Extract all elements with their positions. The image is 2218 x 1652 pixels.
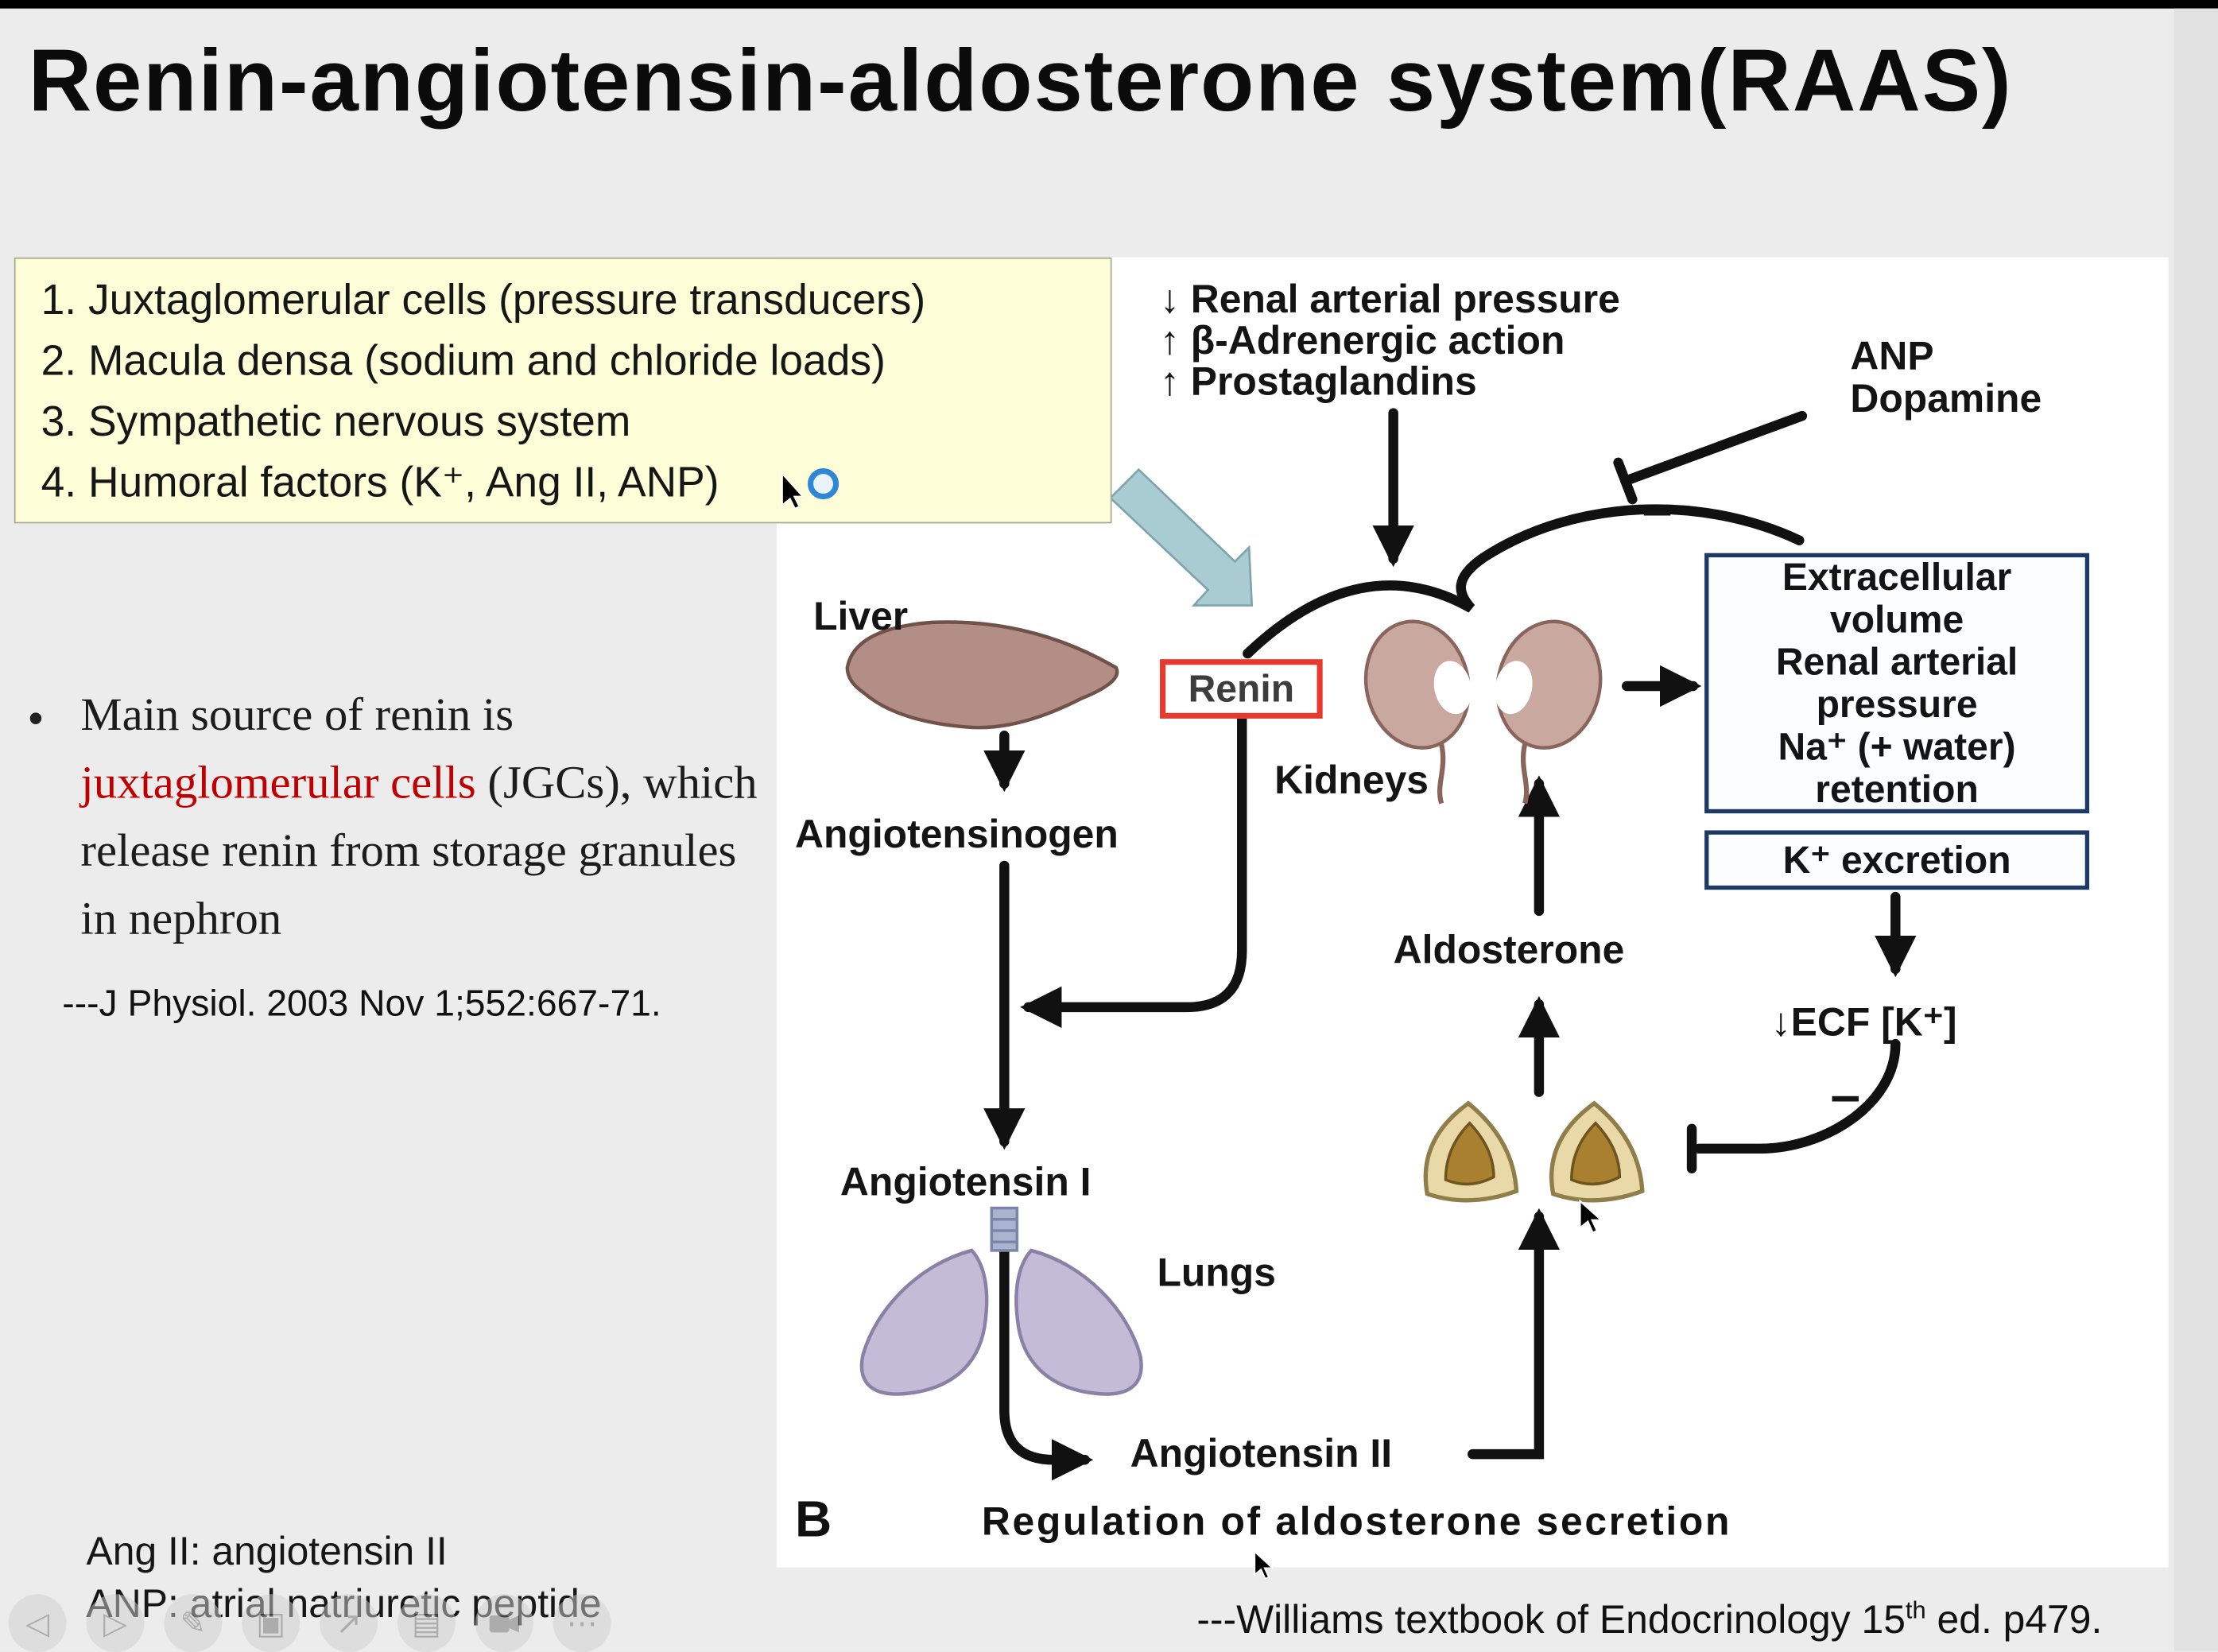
- inhibitor-anp-label: ANP: [1850, 333, 1934, 378]
- citation-post: ed. p479.: [1925, 1597, 2103, 1642]
- citation-sup: th: [1905, 1596, 1926, 1624]
- pen-tool-button[interactable]: ✎: [164, 1594, 223, 1652]
- note-highlight: juxtaglomerular cells: [80, 758, 476, 809]
- right-edge-strip: [2173, 8, 2218, 1651]
- mouse-cursor-secondary: [1254, 1550, 1274, 1580]
- highlight-block-arrow: [1108, 467, 1254, 607]
- camera-button[interactable]: [475, 1594, 533, 1652]
- ecf-feedback-curve: [1693, 1038, 1901, 1154]
- angiotensin1-label: Angiotensin I: [840, 1160, 1092, 1204]
- angiotensin1-to-angiotensin2-arrow: [999, 1208, 1094, 1481]
- textbook-citation: ---Williams textbook of Endocrinology 15…: [1196, 1596, 2102, 1642]
- excretion-box: K⁺ excretion: [1704, 830, 2090, 890]
- busy-cursor: [781, 467, 840, 510]
- adrenal-glands-illustration: [1423, 1100, 1645, 1203]
- notes-button[interactable]: ▤: [397, 1594, 456, 1652]
- abbr-ang2: Ang II: angiotensin II: [86, 1529, 448, 1573]
- anp-inhibit-tbar: [1613, 457, 1638, 505]
- kidneys-illustration: [1363, 619, 1603, 805]
- renin-label: Renin: [1188, 666, 1295, 710]
- feedback-hook-curve: [1243, 504, 1805, 659]
- lungs-label: Lungs: [1157, 1250, 1276, 1295]
- lungs-illustration: [859, 1206, 1143, 1396]
- note-part1: Main source of renin is: [80, 690, 514, 742]
- note-part2: (JGCs), which release renin from storage…: [80, 758, 758, 945]
- viewer-toolbar: ◁ ▷ ✎ ▣ ↗ ▤ ⋯: [8, 1594, 611, 1652]
- renin-box: Renin: [1160, 659, 1323, 719]
- liver-label: Liver: [813, 594, 909, 638]
- mouse-cursor: [1579, 1199, 1603, 1235]
- journal-citation: ---J Physiol. 2003 Nov 1;552:667-71.: [62, 981, 661, 1025]
- copy-button[interactable]: ▣: [242, 1594, 301, 1652]
- renin-action-arrow: [1020, 713, 1247, 1029]
- stimulator-prostaglandins: ↑ Prostaglandins: [1160, 359, 1477, 404]
- panel-letter: B: [794, 1489, 832, 1548]
- share-button[interactable]: ↗: [320, 1594, 378, 1652]
- anp-inhibit-line: [1620, 410, 1808, 487]
- list-item: 3. Sympathetic nervous system: [41, 398, 631, 446]
- angiotensinogen-label: Angiotensinogen: [794, 812, 1119, 856]
- top-edge-bar: [0, 0, 2218, 9]
- minus-sign-ecf: –: [1830, 1066, 1861, 1127]
- stimulator-renal-pressure: ↓ Renal arterial pressure: [1160, 277, 1620, 321]
- previous-slide-button[interactable]: ◁: [8, 1594, 67, 1652]
- list-item: 2. Macula densa (sodium and chloride loa…: [41, 338, 886, 385]
- main-note-text: Main source of renin is juxtaglomerular …: [80, 682, 768, 954]
- page-title: Renin-angiotensin-aldosterone system(RAA…: [28, 32, 2013, 130]
- inhibitor-dopamine-label: Dopamine: [1850, 376, 2042, 421]
- list-item: 1. Juxtaglomerular cells (pressure trans…: [41, 277, 926, 324]
- diagram-caption: Regulation of aldosterone secretion: [981, 1499, 1732, 1544]
- camera-icon: [488, 1615, 519, 1632]
- volume-box: Extracellular volume Renal arterial pres…: [1704, 553, 2090, 814]
- diagram-artwork: [845, 408, 1917, 1481]
- busy-spinner-icon: [807, 467, 840, 500]
- minus-sign-anp: –: [1642, 480, 1673, 541]
- angiotensin2-label: Angiotensin II: [1130, 1431, 1393, 1476]
- aldosterone-label: Aldosterone: [1393, 928, 1625, 972]
- liver-illustration: [845, 620, 1119, 730]
- renin-regulators-box: 1. Juxtaglomerular cells (pressure trans…: [14, 257, 1112, 524]
- kidneys-label: Kidneys: [1274, 758, 1429, 802]
- raas-diagram-panel: ↓ Renal arterial pressure ↑ β-Adrenergic…: [776, 257, 2169, 1568]
- citation-pre: ---Williams textbook of Endocrinology 15: [1196, 1597, 1906, 1642]
- angiotensin2-to-adrenal-arrow: [1468, 1208, 1561, 1460]
- ecf-potassium-label: ↓ECF [K⁺]: [1770, 999, 1957, 1045]
- list-item: 4. Humoral factors (K⁺, Ang II, ANP): [41, 460, 719, 507]
- next-slide-button[interactable]: ▷: [86, 1594, 145, 1652]
- more-options-button[interactable]: ⋯: [553, 1594, 611, 1652]
- stimulator-beta-adrenergic: ↑ β-Adrenergic action: [1160, 318, 1565, 363]
- bullet-marker: •: [28, 696, 44, 743]
